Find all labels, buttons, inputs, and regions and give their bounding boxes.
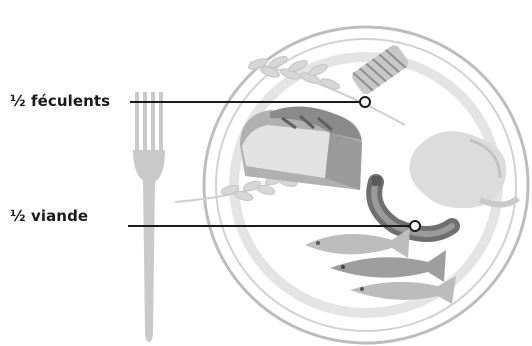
label-starches: ½ féculents xyxy=(10,92,110,110)
bread-icon xyxy=(240,106,362,190)
label-meat: ½ viande xyxy=(10,207,88,225)
fork-icon xyxy=(133,92,165,342)
